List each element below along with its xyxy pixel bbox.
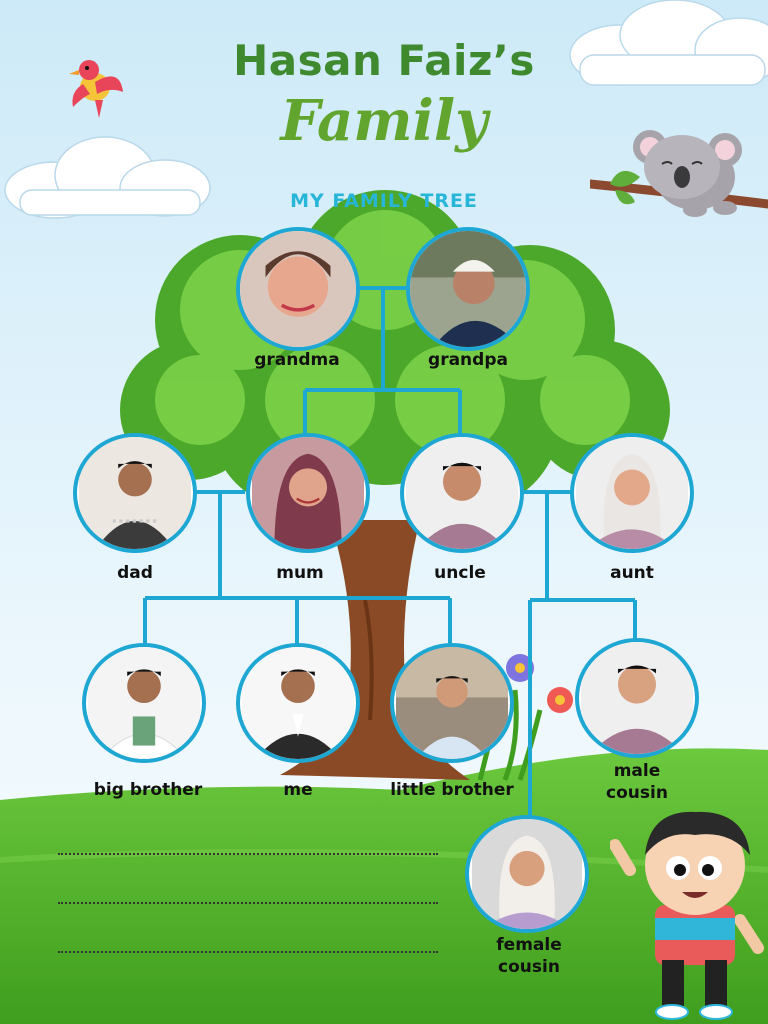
aunt-photo xyxy=(570,433,694,553)
mum-photo xyxy=(246,433,370,553)
label-me: me xyxy=(283,780,313,800)
label-aunt: aunt xyxy=(610,563,654,583)
label-male-cousin-line2: cousin xyxy=(606,783,668,803)
label-dad: dad xyxy=(117,563,153,583)
grandma-photo xyxy=(236,227,360,351)
bird-icon xyxy=(69,60,123,118)
cloud-icon xyxy=(569,0,768,86)
label-little-brother: little brother xyxy=(390,780,514,800)
dad-photo xyxy=(73,433,197,553)
label-big-brother: big brother xyxy=(93,780,203,800)
female-cousin-photo xyxy=(465,815,589,933)
label-grandma: grandma xyxy=(254,350,340,370)
label-grandpa: grandpa xyxy=(428,350,508,370)
big-brother-photo xyxy=(82,643,206,763)
uncle-photo xyxy=(400,433,524,553)
cloud-icon xyxy=(4,136,211,219)
koala-icon xyxy=(590,130,768,217)
dotted-line xyxy=(58,902,438,904)
subtitle: MY FAMILY TREE xyxy=(290,190,478,212)
title-line-1: Hasan Faiz’s xyxy=(233,36,535,85)
grandpa-photo xyxy=(406,227,530,351)
male-cousin-photo xyxy=(575,638,699,758)
dotted-line xyxy=(58,951,438,953)
label-mum: mum xyxy=(276,563,324,583)
label-male-cousin-line1: male xyxy=(613,761,661,781)
me-photo xyxy=(236,643,360,763)
cartoon-boy xyxy=(610,811,764,1020)
dotted-line xyxy=(58,853,438,855)
label-uncle: uncle xyxy=(434,563,486,583)
label-female-cousin-line2: cousin xyxy=(498,957,560,977)
label-male-cousin: male cousin xyxy=(557,760,717,804)
label-female-cousin-line1: female xyxy=(496,935,562,955)
title-line-2: Family xyxy=(280,88,488,154)
label-female-cousin: female cousin xyxy=(449,934,609,978)
little-brother-photo xyxy=(390,643,514,763)
